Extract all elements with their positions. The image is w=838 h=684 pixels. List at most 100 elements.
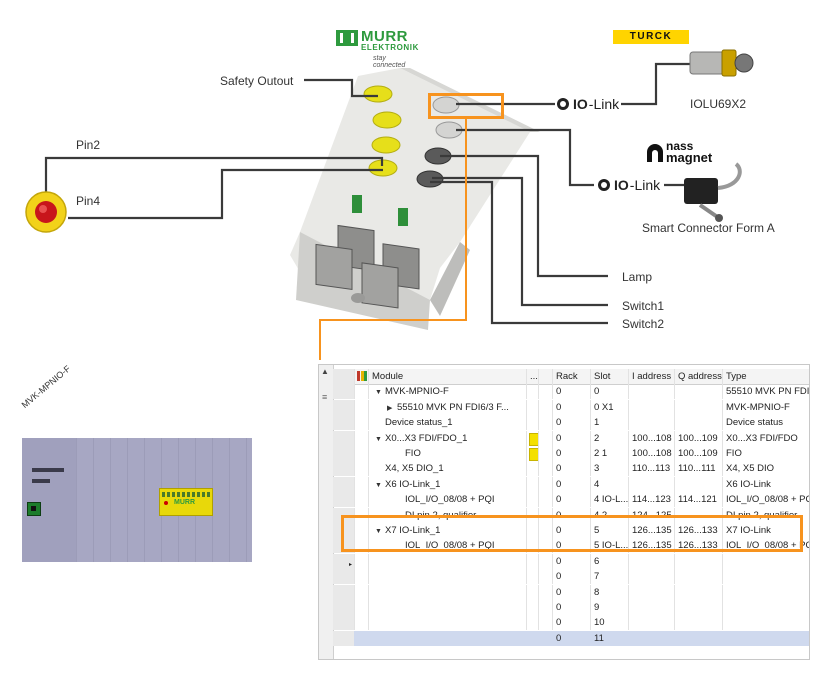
cell-q-address: [675, 384, 723, 400]
label-switch1: Switch1: [622, 299, 665, 313]
cell-spacer: [539, 538, 553, 554]
device-module[interactable]: MURR: [159, 488, 213, 516]
cell-module[interactable]: IOL_I/O_08/08 + PQI: [369, 538, 527, 554]
wiring-diagram: [25, 49, 754, 360]
row-icon-cell: [355, 523, 369, 538]
cell-module[interactable]: ▼MVK-MPNIO-F: [369, 384, 527, 400]
cell-slot: 3: [591, 461, 629, 477]
row-icon-cell: [355, 399, 369, 415]
device-view-panel: MURR: [22, 438, 252, 562]
row-gutter: [333, 630, 355, 646]
expand-right-icon[interactable]: ▶: [387, 404, 393, 412]
column-header-module[interactable]: Module: [369, 369, 527, 384]
row-gutter: [333, 523, 355, 538]
row-gutter: [333, 476, 355, 492]
cell-module[interactable]: Device status_1: [369, 415, 527, 431]
expand-down-icon[interactable]: ▼: [375, 389, 382, 397]
iolink-icon: [598, 179, 610, 191]
iolu69x2-sensor-icon: [689, 49, 754, 77]
vertical-scrollbar[interactable]: ▲ ≡: [319, 365, 334, 659]
highlight-connector: [319, 118, 467, 360]
cell-module[interactable]: ▼X6 IO-Link_1: [369, 476, 527, 492]
cell-spacer: [539, 415, 553, 431]
cell-spacer: [539, 600, 553, 615]
column-header-more[interactable]: ...: [527, 369, 539, 384]
row-gutter: [333, 600, 355, 615]
expand-down-icon[interactable]: ▼: [375, 481, 382, 489]
cell-module[interactable]: [369, 600, 527, 615]
cell-rack: 0: [553, 399, 591, 415]
cell-slot: 5: [591, 523, 629, 538]
cell-rack: 0: [553, 553, 591, 569]
cell-q-address: [675, 476, 723, 492]
cell-rack: 0: [553, 584, 591, 600]
cell-q-address: [675, 553, 723, 569]
device-rail: [22, 438, 77, 562]
cell-module[interactable]: [369, 630, 527, 646]
cell-module[interactable]: ▼X7 IO-Link_1: [369, 523, 527, 538]
splitter-grip-icon[interactable]: ≡: [322, 392, 328, 402]
cell-i-address: [629, 569, 675, 585]
cell-spacer: [539, 492, 553, 508]
cell-flag: [527, 553, 539, 569]
iolink-rest: -Link: [588, 96, 620, 112]
cell-slot: 0: [591, 384, 629, 400]
cell-q-address: [675, 415, 723, 431]
cell-rack: 0: [553, 523, 591, 538]
cell-module[interactable]: [369, 569, 527, 585]
header-spacer: [333, 369, 355, 384]
cell-q-address: 114...121: [675, 492, 723, 508]
label-switch2: Switch2: [622, 317, 665, 331]
scroll-up-icon[interactable]: ▲: [321, 367, 329, 376]
cell-slot: 2: [591, 430, 629, 446]
cell-type: MVK-MPNIO-F: [726, 401, 790, 413]
row-icon-cell: [355, 476, 369, 492]
column-header-i-address[interactable]: I address: [629, 369, 675, 384]
expand-down-icon[interactable]: ▼: [375, 435, 382, 443]
cell-slot: 5 IO-L...: [591, 538, 629, 554]
cell-module[interactable]: ▶55510 MVK PN FDI6/3 F...: [369, 399, 527, 415]
row-gutter: [333, 415, 355, 431]
status-flag-icon: [529, 448, 538, 461]
expand-down-icon[interactable]: ▼: [375, 528, 382, 535]
cell-module[interactable]: [369, 553, 527, 569]
cell-slot: 1: [591, 415, 629, 431]
cell-spacer: [539, 476, 553, 492]
cell-q-address: [675, 399, 723, 415]
cell-module[interactable]: [369, 615, 527, 631]
cell-flag: [527, 384, 539, 400]
cell-module-text: IOL_I/O_08/08 + PQI: [405, 494, 495, 506]
column-header-slot[interactable]: Slot: [591, 369, 629, 384]
row-icon-cell: [355, 492, 369, 508]
device-port-icon[interactable]: [27, 502, 41, 516]
column-header-q-address[interactable]: Q address: [675, 369, 723, 384]
cell-module[interactable]: [369, 584, 527, 600]
label-lamp: Lamp: [622, 270, 653, 284]
cell-module[interactable]: FIO: [369, 446, 527, 461]
cell-module[interactable]: X4, X5 DIO_1: [369, 461, 527, 477]
cell-module[interactable]: IOL_I/O_08/08 + PQI: [369, 492, 527, 508]
filter-icon[interactable]: [357, 371, 367, 381]
column-header-type[interactable]: Type: [726, 371, 747, 382]
cell-rack: 0: [553, 446, 591, 461]
column-header-rack[interactable]: Rack: [553, 369, 591, 384]
cell-spacer: [539, 553, 553, 569]
cell-module[interactable]: ▼X0...X3 FDI/FDO_1: [369, 430, 527, 446]
